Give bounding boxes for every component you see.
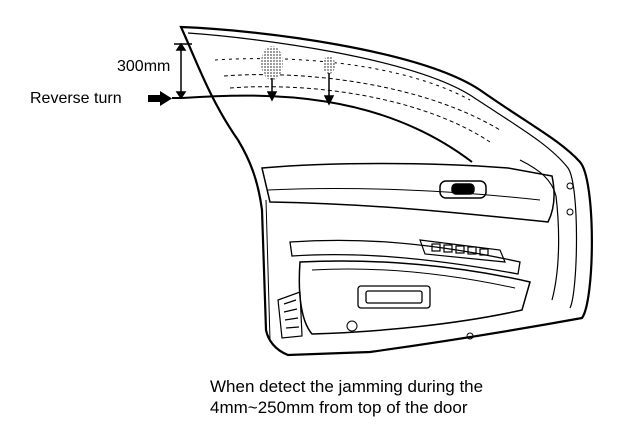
door-hinge-edge xyxy=(519,159,560,301)
door-frame-inner xyxy=(187,32,578,309)
reverse-turn-label: Reverse turn xyxy=(30,90,122,107)
caption-line-2: 4mm~250mm from top of the door xyxy=(210,398,468,417)
trim-armrest-line xyxy=(267,187,541,201)
glass-dashed-line-3 xyxy=(214,58,471,101)
sensor-area-large xyxy=(261,46,283,80)
dimension-300mm xyxy=(174,42,192,100)
door-outline xyxy=(179,25,593,357)
glass-dashed-line-2 xyxy=(229,86,491,143)
trim-upper-panel xyxy=(261,162,555,223)
sensor-arrows xyxy=(266,73,335,106)
inner-handle xyxy=(439,180,487,199)
pull-slot xyxy=(357,285,431,309)
speaker-grille xyxy=(277,291,303,339)
fasteners xyxy=(346,182,574,340)
window-belt-line xyxy=(181,94,473,163)
caption-line-1: When detect the jamming during the xyxy=(210,377,484,396)
glass-dashed-line-1 xyxy=(223,74,501,131)
dimension-label-300mm: 300mm xyxy=(117,58,171,75)
armrest xyxy=(289,239,521,275)
door-pocket-inner xyxy=(311,268,516,289)
reverse-arrow-icon xyxy=(148,91,172,106)
door-edge-line xyxy=(265,199,271,341)
sensor-area-small xyxy=(323,56,335,74)
door-pocket xyxy=(298,260,531,335)
